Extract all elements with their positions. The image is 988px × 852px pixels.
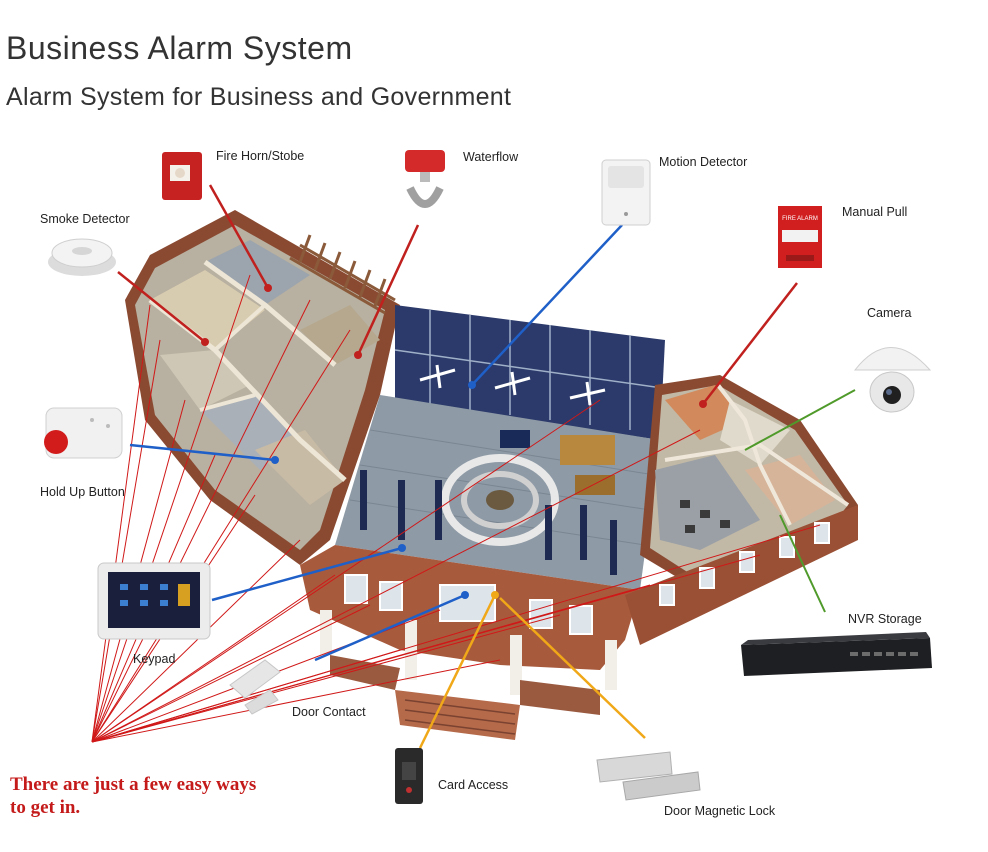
hold-up-button-device <box>44 407 123 459</box>
smoke-detector-device <box>48 238 116 276</box>
card-access-device <box>395 748 423 804</box>
hold-up-button-label: Hold Up Button <box>40 485 125 499</box>
camera-label: Camera <box>867 306 912 320</box>
door-magnetic-lock-device <box>596 751 701 801</box>
smoke-detector-label: Smoke Detector <box>40 212 130 226</box>
fire-horn-strobe-device <box>162 152 202 200</box>
building-cutaway <box>125 210 858 740</box>
callout-line-2: to get in. <box>10 797 81 818</box>
manual-pull-sign: FIRE ALARM <box>782 216 818 222</box>
motion-detector-device <box>601 159 651 226</box>
camera-connectors <box>744 389 856 613</box>
door-contact-label: Door Contact <box>292 705 366 719</box>
camera-device <box>853 347 932 413</box>
door-contact-device <box>229 659 281 715</box>
keypad-label: Keypad <box>133 652 176 666</box>
card-access-label: Card Access <box>438 778 509 792</box>
nvr-storage-label: NVR Storage <box>848 612 922 626</box>
manual-pull-label: Manual Pull <box>842 205 908 219</box>
access-connectors <box>418 594 646 749</box>
motion-detector-label: Motion Detector <box>659 155 748 169</box>
nvr-storage-device <box>741 632 932 676</box>
fire-horn-label: Fire Horn/Stobe <box>216 149 305 163</box>
door-magnetic-lock-label: Door Magnetic Lock <box>664 804 776 818</box>
fire-connectors <box>117 184 798 405</box>
page-subtitle: Alarm System for Business and Government <box>6 83 512 111</box>
keypad-device <box>97 562 211 640</box>
waterflow-label: Waterflow <box>463 150 519 164</box>
callout-line-1: There are just a few easy ways <box>10 774 257 795</box>
security-connectors <box>129 224 623 662</box>
entry-callout: There are just a few easy ways to get in… <box>10 773 256 819</box>
page-title: Business Alarm System <box>6 30 353 66</box>
manual-pull-device: FIRE ALARM <box>778 206 822 268</box>
waterflow-device <box>405 150 445 208</box>
